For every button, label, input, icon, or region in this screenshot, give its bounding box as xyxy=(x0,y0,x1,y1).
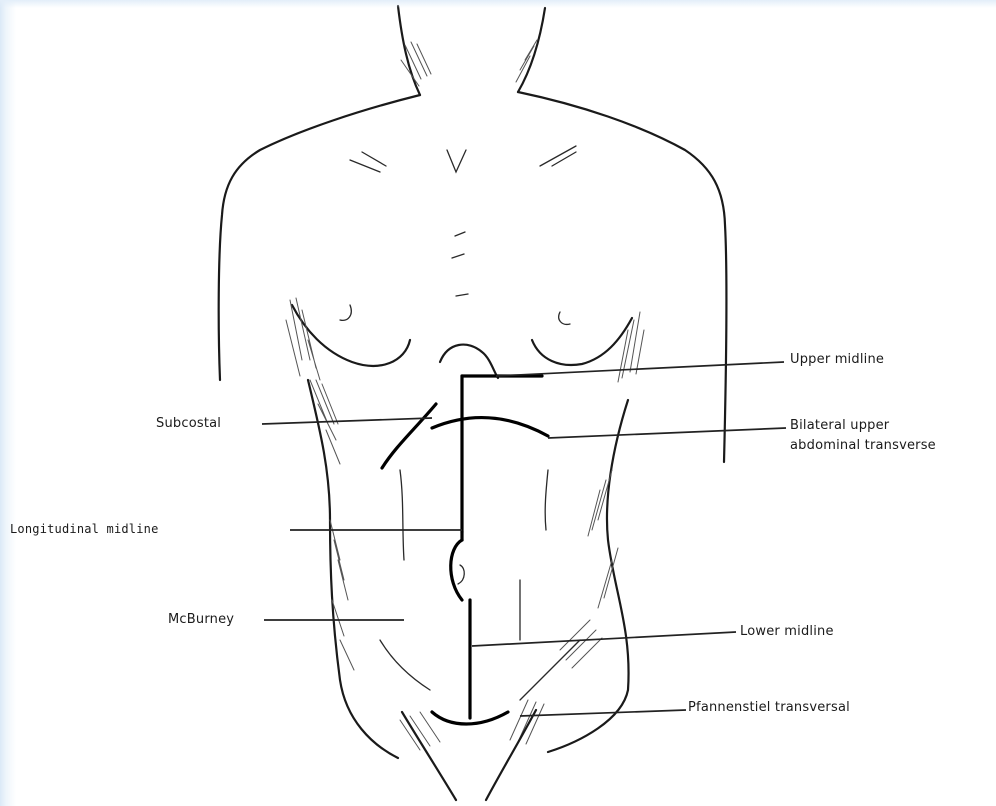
right-axilla-hatching xyxy=(618,312,644,382)
right-shoulder xyxy=(518,92,727,462)
right-flank-hatching xyxy=(588,470,618,608)
right-pectoral xyxy=(532,318,632,365)
leader-bilateral-upper xyxy=(548,428,786,438)
left-clavicle xyxy=(350,152,386,172)
label-lower-midline: Lower midline xyxy=(740,624,834,639)
label-upper-midline: Upper midline xyxy=(790,352,884,367)
leader-upper-midline xyxy=(496,362,784,376)
rectus-line-right xyxy=(545,470,548,530)
leader-lower-midline xyxy=(472,632,736,646)
label-mcburney: McBurney xyxy=(168,612,234,627)
sternum-marks xyxy=(452,232,468,296)
umbilicus xyxy=(458,565,464,584)
right-nipple xyxy=(559,312,570,324)
sternal-notch xyxy=(447,150,466,172)
xiphoid xyxy=(440,345,498,378)
pubic-curve-right xyxy=(486,710,536,800)
inguinal-right xyxy=(520,640,580,700)
inguinal-left xyxy=(380,640,430,690)
right-flank xyxy=(548,400,629,752)
bilateral-upper-transverse-incision xyxy=(432,418,548,436)
umbilicus-incision xyxy=(451,540,462,600)
label-longitudinal-midline: Longitudinal midline xyxy=(10,522,159,536)
label-bilateral-upper: Bilateral upper xyxy=(790,418,889,433)
label-pfannenstiel: Pfannenstiel transversal xyxy=(688,700,850,715)
label-abdominal-transverse: abdominal transverse xyxy=(790,438,936,453)
left-nipple xyxy=(340,305,351,320)
neck-left xyxy=(398,6,420,95)
right-clavicle xyxy=(540,146,576,166)
leader-pfannenstiel xyxy=(520,710,686,716)
left-flank-hatching xyxy=(330,520,354,670)
left-flank xyxy=(308,380,398,758)
label-subcostal: Subcostal xyxy=(156,416,221,431)
rectus-line-left xyxy=(400,470,404,560)
right-groin-hatching xyxy=(510,620,602,744)
subcostal-incision xyxy=(382,404,436,468)
left-shoulder xyxy=(219,95,420,380)
leader-subcostal xyxy=(262,418,432,424)
